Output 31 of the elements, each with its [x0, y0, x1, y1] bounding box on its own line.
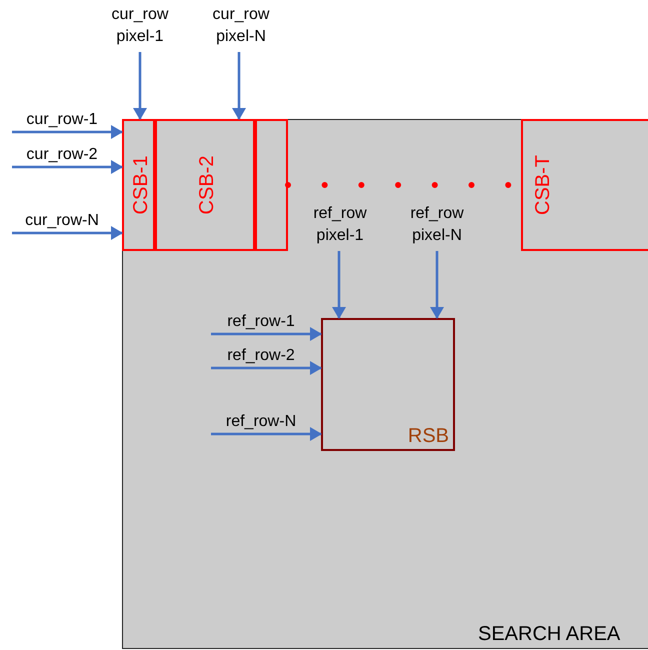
arrow	[211, 427, 322, 441]
arrow	[332, 251, 346, 319]
edge-label: cur_row-N	[25, 212, 99, 230]
arrow	[133, 52, 147, 120]
edge-label: cur_row-1	[26, 111, 98, 129]
block-box	[521, 119, 648, 251]
block-box	[122, 119, 155, 251]
edge-label: ref_row-2	[227, 347, 295, 365]
block-box	[255, 119, 288, 251]
edge-label: cur_row-2	[26, 146, 98, 164]
arrow	[211, 361, 322, 375]
edge-label: ref_row-1	[227, 313, 295, 331]
arrow	[430, 251, 444, 319]
edge-label: ref_row-N	[226, 413, 296, 431]
arrow	[12, 226, 123, 240]
signal-label: ref_row pixel-1	[293, 203, 387, 249]
signal-label: ref_row pixel-N	[390, 203, 484, 249]
block-box	[321, 318, 455, 451]
arrow	[12, 160, 123, 174]
arrow	[232, 52, 246, 120]
signal-label: cur_row pixel-N	[194, 4, 288, 50]
region-label: SEARCH AREA	[478, 623, 620, 646]
arrow	[211, 327, 322, 341]
block-label: CSB-T	[533, 155, 553, 215]
block-label: CSB-2	[197, 156, 217, 214]
block-box	[155, 119, 255, 251]
arrow	[12, 125, 123, 139]
block-label: CSB-1	[130, 156, 150, 214]
search-area-region	[122, 119, 648, 649]
block-label: RSB	[408, 425, 449, 448]
signal-label: cur_row pixel-1	[95, 4, 185, 50]
